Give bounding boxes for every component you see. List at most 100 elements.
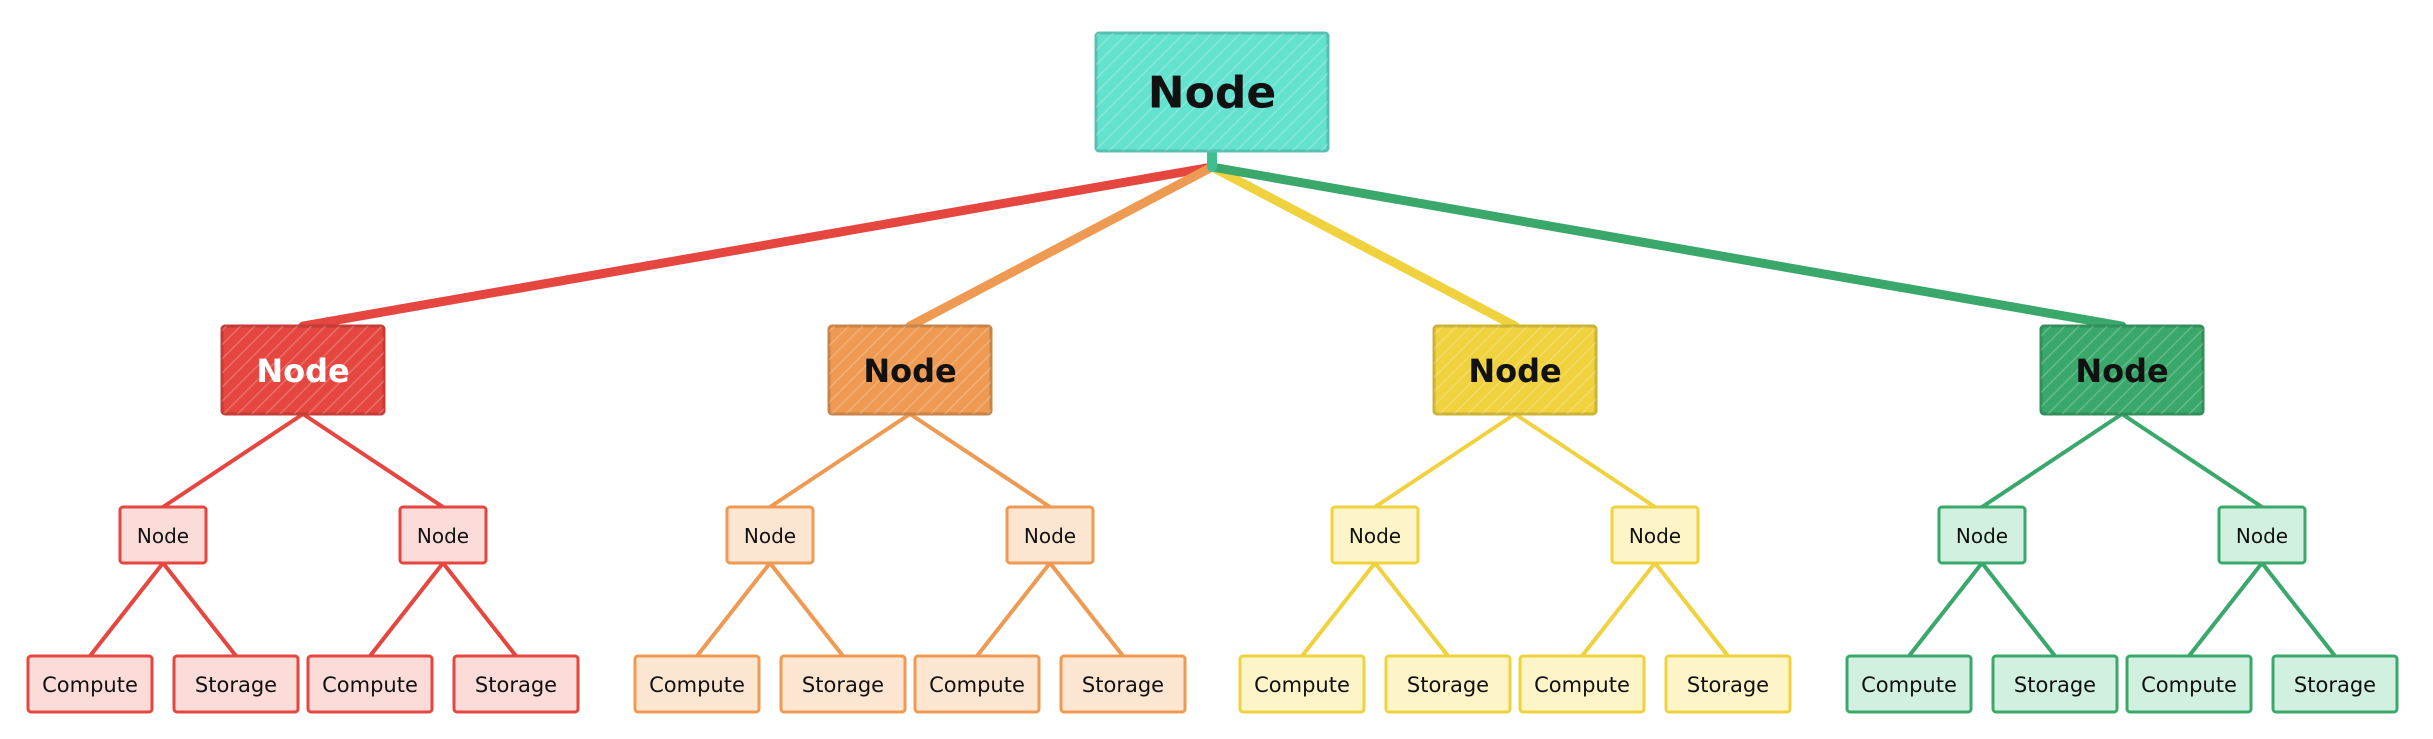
edge-child-1-1-to-leaf-1: [88, 561, 165, 658]
compute-node-1-2-label: Compute: [322, 673, 418, 697]
child-node-4-2-box: [2217, 505, 2307, 565]
edge-child-2-1-to-leaf-2: [768, 561, 845, 658]
child-node-2-2-box: [1005, 505, 1095, 565]
child-node-2-1-box: [725, 505, 815, 565]
child-node-2-1-label: Node: [744, 524, 796, 548]
compute-node-1-2: Compute: [306, 654, 434, 714]
storage-node-2-2-label: Storage: [1082, 673, 1164, 697]
compute-node-2-2-label: Compute: [929, 673, 1025, 697]
edge-child-4-1-to-leaf-2: [1980, 561, 2057, 658]
storage-node-2-2-box: [1059, 654, 1187, 714]
branch-node-4-texture: [2041, 326, 2203, 414]
child-node-4-2: Node: [2217, 505, 2307, 565]
edge-child-3-2-to-leaf-1: [1580, 561, 1657, 658]
storage-node-1-2-label: Storage: [475, 673, 557, 697]
storage-node-2-1: Storage: [779, 654, 907, 714]
child-node-1-2-label: Node: [417, 524, 469, 548]
storage-node-2-1-box: [779, 654, 907, 714]
branch-node-1-label: Node: [256, 352, 349, 390]
edge-child-2-1-to-leaf-1: [695, 561, 772, 658]
child-node-2-1: Node: [725, 505, 815, 565]
storage-node-4-2: Storage: [2271, 654, 2399, 714]
root-node-label: Node: [1148, 68, 1276, 119]
storage-node-3-2: Storage: [1664, 654, 1792, 714]
child-node-4-1: Node: [1937, 505, 2027, 565]
storage-node-1-1-box: [172, 654, 300, 714]
child-node-3-2-label: Node: [1629, 524, 1681, 548]
edge-child-4-2-to-leaf-2: [2260, 561, 2337, 658]
compute-node-3-2: Compute: [1518, 654, 1646, 714]
storage-node-4-1-box: [1991, 654, 2119, 714]
edge-child-4-2-to-leaf-1: [2187, 561, 2264, 658]
storage-node-3-1: Storage: [1384, 654, 1512, 714]
edge-root-to-branch-3: [1207, 162, 1520, 331]
storage-node-4-1-label: Storage: [2014, 673, 2096, 697]
compute-node-4-2-box: [2125, 654, 2253, 714]
storage-node-3-1-box: [1384, 654, 1512, 714]
edges-layer: [88, 146, 2337, 658]
edge-child-2-2-to-leaf-1: [975, 561, 1052, 658]
storage-node-3-2-label: Storage: [1687, 673, 1769, 697]
compute-node-2-1-label: Compute: [649, 673, 745, 697]
compute-node-4-2-label: Compute: [2141, 673, 2237, 697]
storage-node-1-1-label: Storage: [195, 673, 277, 697]
child-node-2-2: Node: [1005, 505, 1095, 565]
child-node-1-2: Node: [398, 505, 488, 565]
storage-node-3-2-box: [1664, 654, 1792, 714]
branch-node-1: Node: [220, 324, 386, 416]
storage-node-2-1-label: Storage: [802, 673, 884, 697]
branch-node-4: Node: [2039, 324, 2205, 416]
branch-node-3-texture: [1434, 326, 1596, 414]
edge-child-3-2-to-leaf-2: [1653, 561, 1730, 658]
storage-node-4-2-label: Storage: [2294, 673, 2376, 697]
compute-node-4-2: Compute: [2125, 654, 2253, 714]
compute-node-3-1: Compute: [1238, 654, 1366, 714]
compute-node-1-2-box: [306, 654, 434, 714]
storage-node-1-2: Storage: [452, 654, 580, 714]
storage-node-4-1: Storage: [1991, 654, 2119, 714]
edge-root-to-branch-2: [905, 162, 1217, 331]
child-node-2-2-label: Node: [1024, 524, 1076, 548]
compute-node-3-1-box: [1238, 654, 1366, 714]
child-node-1-2-box: [398, 505, 488, 565]
edge-branch-3-to-child-2: [1513, 412, 1657, 509]
child-node-4-2-label: Node: [2236, 524, 2288, 548]
edge-child-3-1-to-leaf-2: [1373, 561, 1450, 658]
branch-node-2-label: Node: [863, 352, 956, 390]
root-node-texture: [1096, 33, 1328, 151]
compute-node-2-2-box: [913, 654, 1041, 714]
branch-node-2-texture: [829, 326, 991, 414]
child-node-3-1-label: Node: [1349, 524, 1401, 548]
storage-node-3-1-label: Storage: [1407, 673, 1489, 697]
edge-branch-1-to-child-1: [161, 412, 305, 509]
compute-node-2-2: Compute: [913, 654, 1041, 714]
child-node-4-1-box: [1937, 505, 2027, 565]
branch-node-4-label: Node: [2075, 352, 2168, 390]
compute-node-4-1-label: Compute: [1861, 673, 1957, 697]
edge-branch-3-to-child-1: [1373, 412, 1517, 509]
edge-root-to-branch-1: [298, 162, 1217, 331]
storage-node-4-2-box: [2271, 654, 2399, 714]
storage-node-2-2: Storage: [1059, 654, 1187, 714]
branch-node-1-texture: [222, 326, 384, 414]
child-node-3-2-box: [1610, 505, 1700, 565]
compute-node-3-2-box: [1518, 654, 1646, 714]
compute-node-1-1: Compute: [26, 654, 154, 714]
branch-node-2: Node: [827, 324, 993, 416]
compute-node-3-2-label: Compute: [1534, 673, 1630, 697]
edge-branch-4-to-child-2: [2120, 412, 2264, 509]
compute-node-3-1-label: Compute: [1254, 673, 1350, 697]
edge-branch-2-to-child-1: [768, 412, 912, 509]
edge-child-2-2-to-leaf-2: [1048, 561, 1125, 658]
storage-node-1-1: Storage: [172, 654, 300, 714]
child-node-3-2: Node: [1610, 505, 1700, 565]
edge-child-1-2-to-leaf-2: [441, 561, 518, 658]
branch-node-3: Node: [1432, 324, 1598, 416]
child-node-1-1: Node: [118, 505, 208, 565]
storage-node-1-2-box: [452, 654, 580, 714]
child-node-1-1-label: Node: [137, 524, 189, 548]
root-node: Node: [1094, 31, 1330, 153]
compute-node-4-1-box: [1845, 654, 1973, 714]
